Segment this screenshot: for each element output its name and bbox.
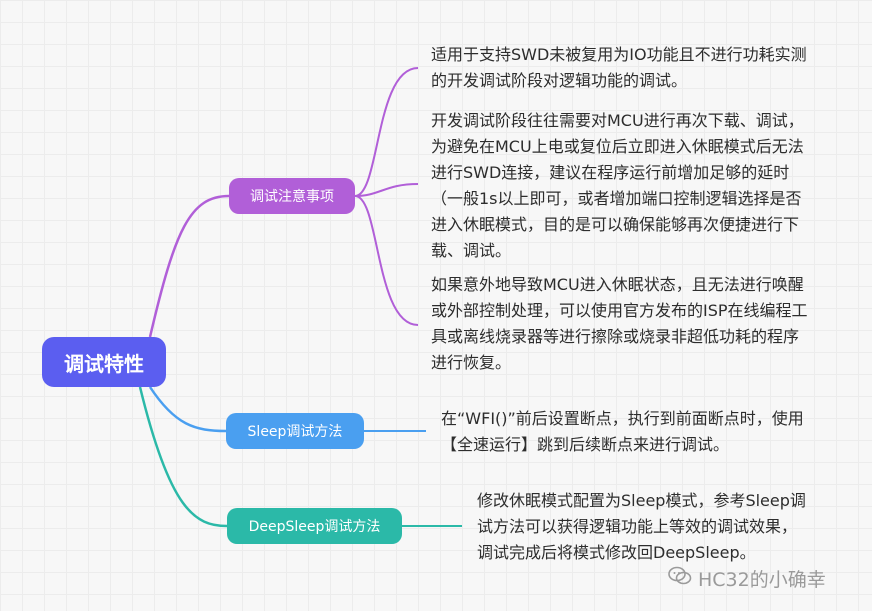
connector-root-debug-notes <box>148 194 230 338</box>
wechat-icon <box>668 566 692 591</box>
watermark-text: HC32的小确幸 <box>698 569 826 591</box>
root-node[interactable]: 调试特性 <box>42 337 166 387</box>
connector-root-sleep <box>148 386 227 433</box>
leaf-debug-notes-3[interactable]: 如果意外地导致MCU进入休眠状态，且无法进行唤醒或外部控制处理，可以使用官方发布… <box>431 275 808 372</box>
leaf-sleep-method[interactable]: 在“WFI()”前后设置断点，执行到前面断点时，使用【全速运行】跳到后续断点来进… <box>441 409 804 454</box>
connector-root-deepsleep <box>138 386 228 528</box>
branch-sleep-debug[interactable]: Sleep调试方法 <box>226 413 364 449</box>
leaf-deepsleep-method[interactable]: 修改休眠模式配置为Sleep模式，参考Sleep调试方法可以获得逻辑功能上等效的… <box>477 491 806 562</box>
leaf-debug-notes-2[interactable]: 开发调试阶段往往需要对MCU进行再次下载、调试，为避免在MCU上电或复位后立即进… <box>431 111 804 260</box>
leaf-debug-notes-1[interactable]: 适用于支持SWD未被复用为IO功能且不进行功耗实测的开发调试阶段对逻辑功能的调试… <box>431 45 807 90</box>
watermark: HC32的小确幸 <box>668 565 826 592</box>
connector-debug-notes-leaf-1 <box>354 67 419 197</box>
connector-debug-notes-leaf-3 <box>354 195 419 326</box>
connector-debug-notes-leaf-2 <box>354 183 419 197</box>
branch-deepsleep-debug[interactable]: DeepSleep调试方法 <box>227 508 402 544</box>
branch-debug-notes[interactable]: 调试注意事项 <box>229 178 355 214</box>
